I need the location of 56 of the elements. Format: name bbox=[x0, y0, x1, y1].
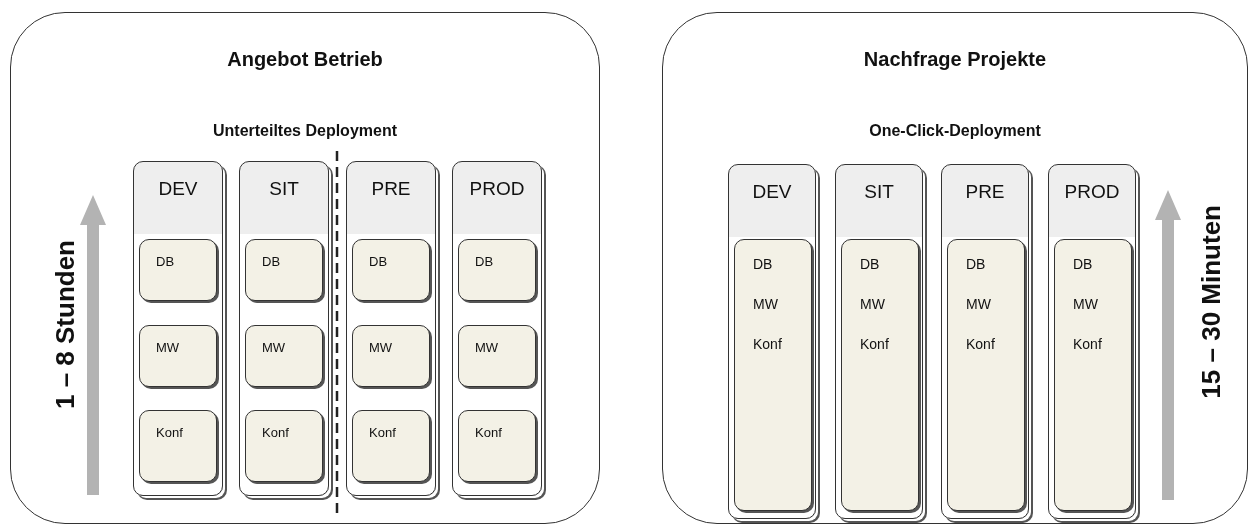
panel-title: Nachfrage Projekte bbox=[863, 48, 1047, 71]
component-label: MW bbox=[156, 340, 180, 355]
component-box bbox=[245, 239, 323, 301]
component-label: DB bbox=[156, 254, 175, 269]
component-label: DB bbox=[1073, 256, 1093, 272]
column-header: PROD bbox=[1064, 181, 1120, 203]
component-box bbox=[139, 239, 217, 301]
component-box bbox=[245, 410, 323, 482]
panel-subtitle: Unterteiltes Deployment bbox=[212, 122, 397, 140]
component-label: MW bbox=[262, 340, 286, 355]
column-header: PROD bbox=[469, 178, 525, 200]
component-label: MW bbox=[369, 340, 393, 355]
component-label: MW bbox=[966, 296, 991, 312]
component-box bbox=[139, 325, 217, 387]
component-box bbox=[458, 325, 536, 387]
column-header: PRE bbox=[371, 178, 411, 200]
component-box bbox=[734, 239, 812, 511]
component-label: DB bbox=[369, 254, 388, 269]
duration-label: 1 – 8 Stunden bbox=[50, 240, 81, 410]
panel-box bbox=[662, 12, 1248, 524]
component-label: MW bbox=[753, 296, 778, 312]
component-label: Konf bbox=[753, 336, 782, 352]
component-label: Konf bbox=[262, 425, 289, 440]
component-box bbox=[352, 325, 430, 387]
component-box bbox=[458, 239, 536, 301]
component-box bbox=[139, 410, 217, 482]
panel-box bbox=[10, 12, 600, 524]
component-label: Konf bbox=[369, 425, 396, 440]
component-label: Konf bbox=[966, 336, 995, 352]
component-box bbox=[841, 239, 919, 511]
component-box bbox=[245, 325, 323, 387]
component-label: DB bbox=[262, 254, 281, 269]
panel-title: Angebot Betrieb bbox=[227, 48, 383, 71]
component-box bbox=[352, 410, 430, 482]
component-label: MW bbox=[860, 296, 885, 312]
component-label: DB bbox=[966, 256, 986, 272]
component-label: DB bbox=[475, 254, 494, 269]
column-header: SIT bbox=[864, 181, 894, 203]
component-box bbox=[458, 410, 536, 482]
component-label: Konf bbox=[1073, 336, 1102, 352]
component-box bbox=[352, 239, 430, 301]
component-label: Konf bbox=[156, 425, 183, 440]
component-box bbox=[1054, 239, 1132, 511]
column-header: SIT bbox=[269, 178, 299, 200]
component-label: DB bbox=[860, 256, 880, 272]
component-label: DB bbox=[753, 256, 773, 272]
component-box bbox=[947, 239, 1025, 511]
duration-label: 15 – 30 Minuten bbox=[1196, 205, 1227, 399]
panel-subtitle: One-Click-Deployment bbox=[869, 122, 1041, 140]
column-header: DEV bbox=[752, 181, 792, 203]
component-label: MW bbox=[475, 340, 499, 355]
component-label: Konf bbox=[475, 425, 502, 440]
component-label: MW bbox=[1073, 296, 1098, 312]
column-header: DEV bbox=[158, 178, 198, 200]
component-label: Konf bbox=[860, 336, 889, 352]
column-header: PRE bbox=[965, 181, 1005, 203]
